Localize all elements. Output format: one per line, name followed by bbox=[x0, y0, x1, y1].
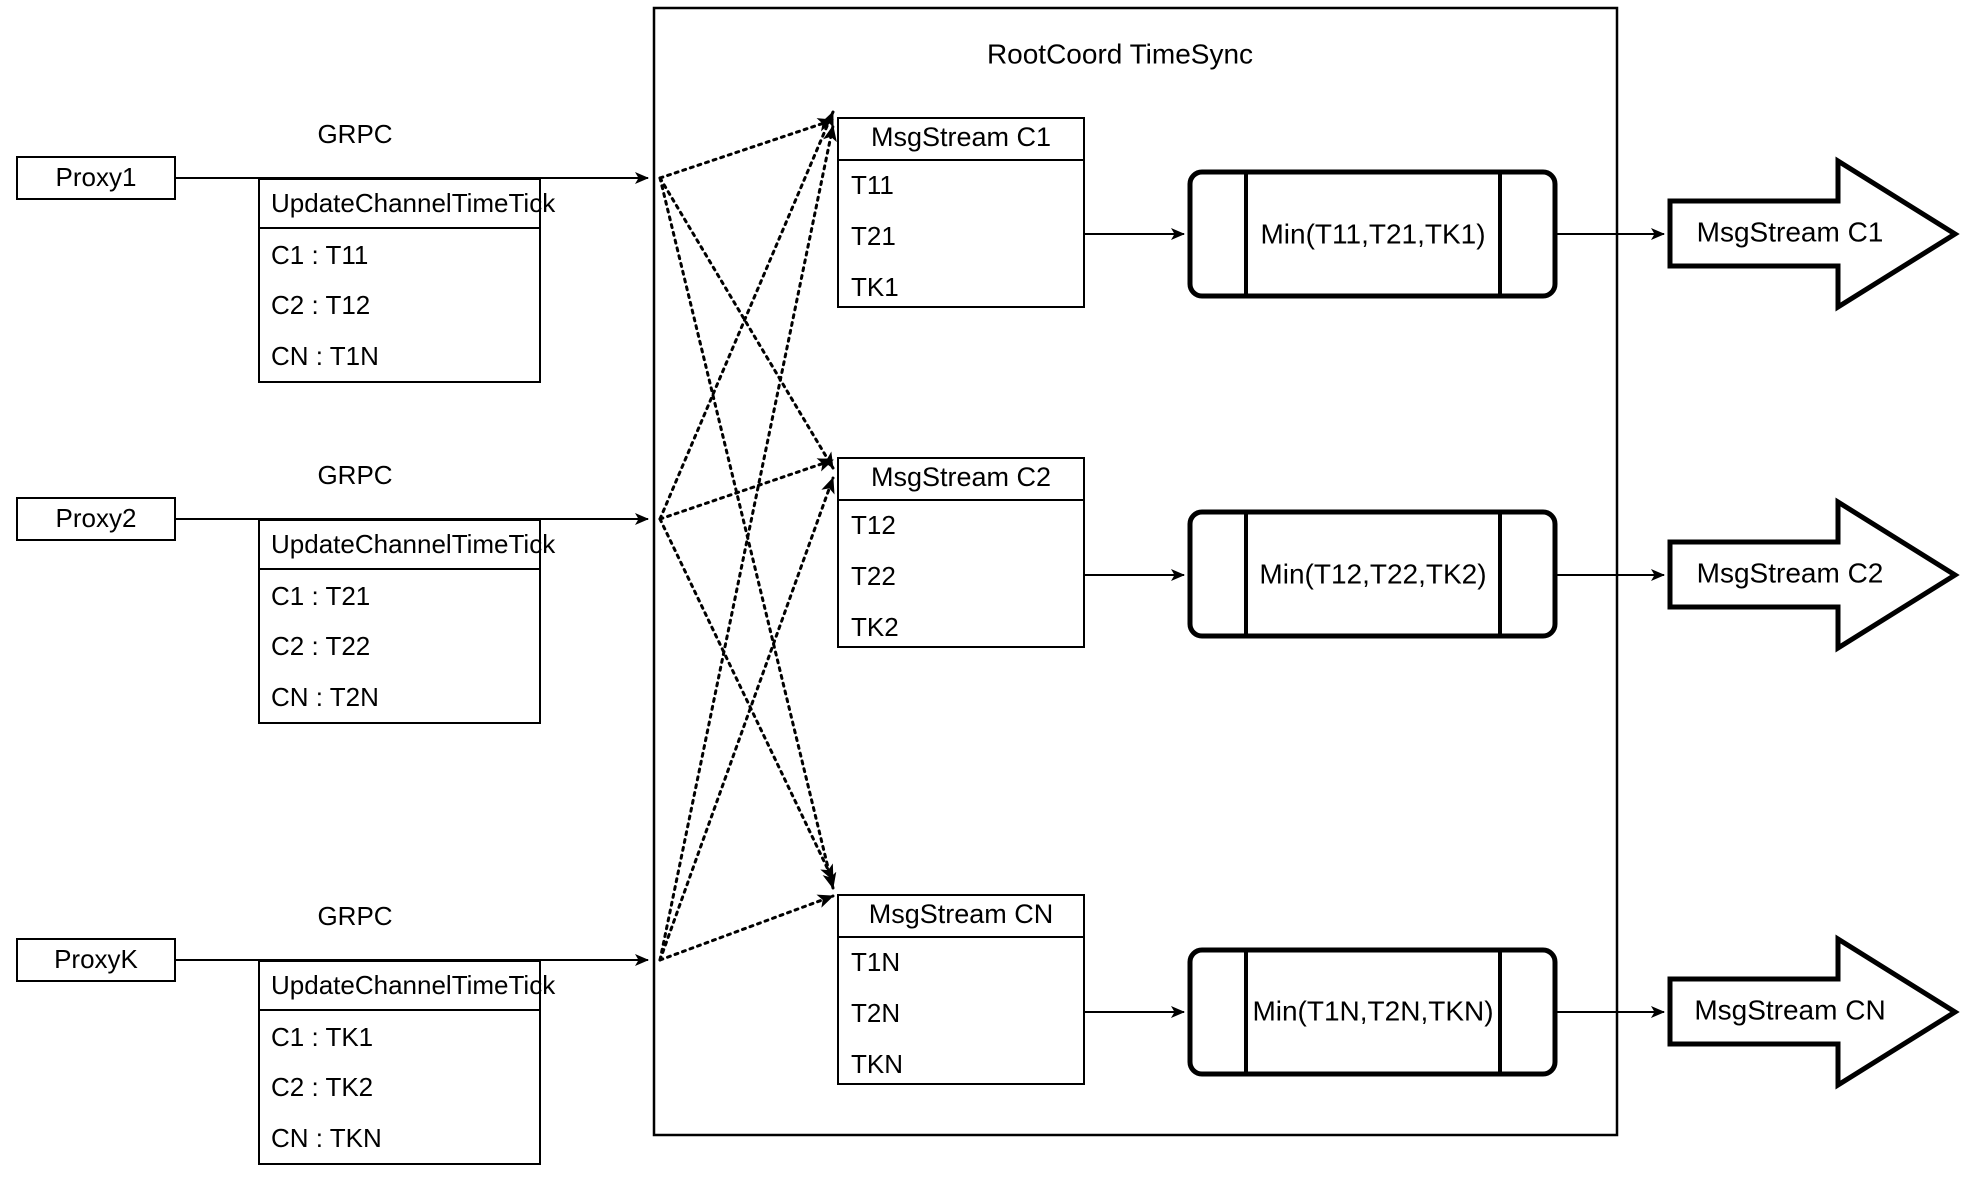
msgstream-row: T1N bbox=[851, 947, 900, 977]
proxy-label: Proxy1 bbox=[56, 162, 137, 192]
proxy-box-2[interactable]: Proxy2 bbox=[16, 497, 176, 541]
fanout-edge-1-2 bbox=[658, 176, 835, 470]
msgstream-row: TKN bbox=[851, 1049, 903, 1079]
payload-row: C1 : T21 bbox=[271, 581, 370, 611]
min-process-label: Min(T1N,T2N,TKN) bbox=[1252, 995, 1493, 1026]
min-process-box-3: Min(T1N,T2N,TKN) bbox=[1187, 947, 1558, 1077]
proxy-label: ProxyK bbox=[54, 944, 138, 974]
proxy-row-2: Proxy2 GRPC UpdateChannelTimeTick C1 : T… bbox=[16, 460, 649, 724]
msgstream-row: T11 bbox=[851, 170, 894, 200]
msgstream-row: T12 bbox=[851, 510, 896, 540]
update-channel-timetick-box-2: UpdateChannelTimeTick C1 : T21 C2 : T22 … bbox=[258, 519, 556, 724]
msgstream-row: T2N bbox=[851, 998, 900, 1028]
proxy-row-3: ProxyK GRPC UpdateChannelTimeTick C1 : T… bbox=[16, 901, 649, 1165]
payload-title: UpdateChannelTimeTick bbox=[271, 188, 556, 218]
fanout-edge-2-2 bbox=[658, 458, 835, 521]
msgstream-row: T21 bbox=[851, 221, 896, 251]
payload-row: C2 : TK2 bbox=[271, 1072, 373, 1102]
fanout-edge-2-1 bbox=[658, 110, 835, 521]
msgstream-box-2: MsgStream C2 T12 T22 TK2 bbox=[837, 457, 1085, 648]
min-process-box-1: Min(T11,T21,TK1) bbox=[1187, 169, 1558, 299]
fanout-edge-1-1 bbox=[658, 118, 835, 180]
proxy-box-1[interactable]: Proxy1 bbox=[16, 156, 176, 200]
fanout-edge-2-3 bbox=[658, 517, 835, 882]
payload-title: UpdateChannelTimeTick bbox=[271, 970, 556, 1000]
min-process-label: Min(T12,T22,TK2) bbox=[1259, 558, 1486, 589]
msgstream-box-3: MsgStream CN T1N T2N TKN bbox=[837, 894, 1085, 1085]
msgstream-row: T22 bbox=[851, 561, 896, 591]
channel-row-2: MsgStream C2 T12 T22 TK2 Min(T12,T22,TK2… bbox=[837, 457, 1960, 653]
update-channel-timetick-box-1: UpdateChannelTimeTick C1 : T11 C2 : T12 … bbox=[258, 178, 556, 383]
rootcoord-timesync-container: RootCoord TimeSync bbox=[652, 6, 1619, 1137]
output-msgstream-label: MsgStream C2 bbox=[1697, 557, 1884, 588]
msgstream-title: MsgStream C1 bbox=[871, 122, 1051, 152]
msgstream-title: MsgStream C2 bbox=[871, 462, 1051, 492]
output-msgstream-arrow-1: MsgStream C1 bbox=[1667, 156, 1960, 312]
msgstream-row: TK1 bbox=[851, 272, 899, 302]
channel-row-3: MsgStream CN T1N T2N TKN Min(T1N,T2N,TKN… bbox=[837, 894, 1960, 1090]
payload-row: C2 : T12 bbox=[271, 290, 370, 320]
msgstream-box-1: MsgStream C1 T11 T21 TK1 bbox=[837, 117, 1085, 308]
payload-row: CN : T2N bbox=[271, 682, 379, 712]
output-msgstream-arrow-3: MsgStream CN bbox=[1667, 934, 1960, 1090]
payload-row: C2 : T22 bbox=[271, 631, 370, 661]
msgstream-title: MsgStream CN bbox=[869, 899, 1054, 929]
payload-row: CN : TKN bbox=[271, 1123, 382, 1153]
update-channel-timetick-box-3: UpdateChannelTimeTick C1 : TK1 C2 : TK2 … bbox=[258, 960, 556, 1165]
payload-row: C1 : TK1 bbox=[271, 1022, 373, 1052]
payload-title: UpdateChannelTimeTick bbox=[271, 529, 556, 559]
fanout-edge-3-1 bbox=[658, 124, 837, 962]
min-process-box-2: Min(T12,T22,TK2) bbox=[1187, 509, 1558, 639]
msgstream-row: TK2 bbox=[851, 612, 899, 642]
payload-row: CN : T1N bbox=[271, 341, 379, 371]
output-msgstream-label: MsgStream C1 bbox=[1697, 216, 1884, 247]
fanout-edge-3-3 bbox=[658, 894, 835, 962]
output-msgstream-label: MsgStream CN bbox=[1694, 994, 1885, 1025]
grpc-link-label-2: GRPC bbox=[317, 460, 392, 490]
grpc-link-label-1: GRPC bbox=[317, 119, 392, 149]
proxy-row-1: Proxy1 GRPC UpdateChannelTimeTick C1 : T… bbox=[16, 119, 649, 383]
fanout-edge-1-3 bbox=[658, 176, 837, 890]
container-title: RootCoord TimeSync bbox=[987, 38, 1253, 69]
proxy-label: Proxy2 bbox=[56, 503, 137, 533]
payload-row: C1 : T11 bbox=[271, 240, 368, 270]
channel-row-1: MsgStream C1 T11 T21 TK1 Min(T11,T21,TK1… bbox=[837, 117, 1960, 312]
min-process-label: Min(T11,T21,TK1) bbox=[1260, 218, 1485, 249]
output-msgstream-arrow-2: MsgStream C2 bbox=[1667, 497, 1960, 653]
proxy-box-3[interactable]: ProxyK bbox=[16, 938, 176, 982]
fanout-edge-3-2 bbox=[658, 476, 835, 962]
timetick-fanout-edges bbox=[658, 110, 837, 962]
grpc-link-label-3: GRPC bbox=[317, 901, 392, 931]
